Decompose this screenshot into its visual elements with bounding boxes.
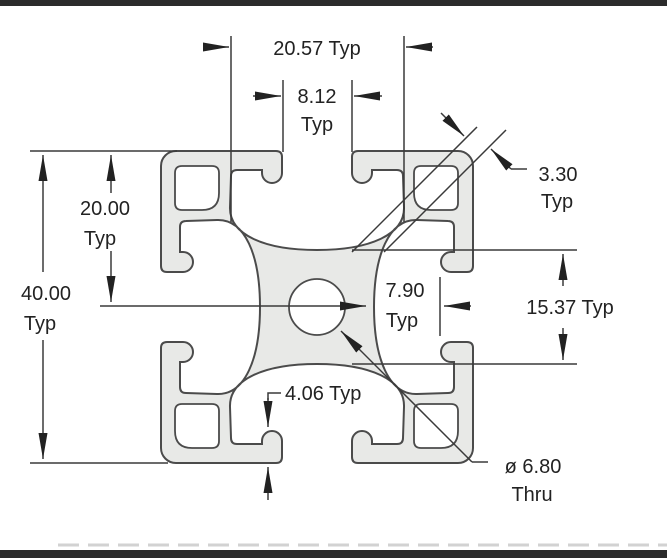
dim-slot-spacing: 20.57 Typ	[203, 36, 433, 222]
dim-lip-thickness-label: 4.06 Typ	[285, 383, 361, 405]
dim-side-depth: 15.37 Typ	[352, 249, 614, 365]
dim-overall-value: 40.00	[21, 283, 71, 305]
dim-lip-thickness: 4.06 Typ	[263, 383, 361, 500]
dim-wall-thickness: 3.30 Typ	[351, 112, 578, 253]
dim-web-width: 7.90 Typ	[100, 277, 471, 336]
dim-side-depth-label: 15.37 Typ	[526, 297, 613, 319]
dim-wall-thickness-suffix: Typ	[541, 191, 573, 213]
corner-hole-top-left	[174, 165, 220, 211]
center-hole-suffix: Thru	[511, 484, 552, 506]
dim-half-height-suffix: Typ	[84, 228, 116, 250]
dim-web-value: 7.90	[386, 280, 425, 302]
callout-center-hole: ø 6.80 Thru	[340, 330, 562, 506]
center-hole-value: ø 6.80	[505, 456, 562, 478]
corner-hole-top-right	[413, 165, 459, 211]
dim-half-height: 20.00 Typ	[30, 150, 177, 302]
bottom-frame-bar	[0, 550, 667, 558]
dim-slot-opening-suffix: Typ	[301, 114, 333, 136]
dim-overall-suffix: Typ	[24, 313, 56, 335]
top-frame-bar	[0, 0, 667, 6]
dim-slot-spacing-label: 20.57 Typ	[273, 38, 360, 60]
corner-hole-bottom-left	[174, 403, 220, 449]
dim-half-height-value: 20.00	[80, 198, 130, 220]
center-thru-hole	[288, 278, 346, 336]
dim-slot-opening: 8.12 Typ	[253, 80, 382, 152]
dim-overall-size: 40.00 Typ	[21, 155, 168, 464]
dim-wall-thickness-value: 3.30	[539, 164, 578, 186]
dim-slot-opening-value: 8.12	[298, 86, 337, 108]
dim-web-suffix: Typ	[386, 310, 418, 332]
